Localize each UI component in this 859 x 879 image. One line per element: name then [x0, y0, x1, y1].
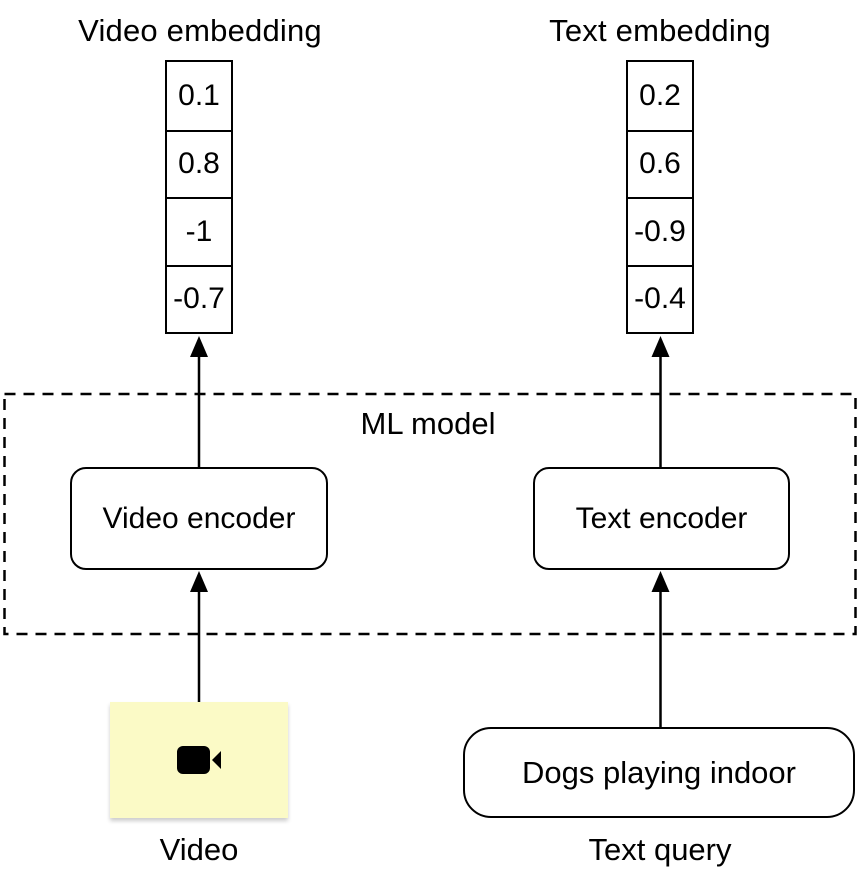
video-input-label: Video	[159, 832, 239, 867]
vector-cell: -0.9	[628, 197, 692, 265]
text-embedding-title: Text embedding	[549, 13, 771, 48]
text-query-label: Text query	[588, 832, 732, 867]
text-encoder-label: Text encoder	[575, 501, 748, 535]
text-query-box: Dogs playing indoor	[463, 727, 855, 818]
text-encoder-box: Text encoder	[533, 467, 790, 570]
vector-cell: -1	[167, 197, 231, 265]
arrow-video-to-encoder	[190, 571, 208, 702]
arrow-query-to-encoder	[651, 571, 670, 727]
video-embedding-vector: 0.1 0.8 -1 -0.7	[165, 60, 233, 334]
text-query-text: Dogs playing indoor	[521, 754, 796, 790]
vector-cell: 0.2	[628, 62, 692, 130]
video-encoder-box: Video encoder	[70, 467, 328, 570]
video-thumbnail	[110, 702, 288, 818]
vector-cell: 0.1	[167, 62, 231, 130]
vector-cell: -0.7	[167, 264, 231, 332]
video-camera-icon	[177, 746, 221, 774]
text-embedding-vector: 0.2 0.6 -0.9 -0.4	[626, 60, 694, 334]
video-embedding-title: Video embedding	[78, 13, 322, 48]
vector-cell: 0.6	[628, 129, 692, 197]
arrow-video-encoder-to-embedding	[190, 336, 208, 467]
vector-cell: 0.8	[167, 129, 231, 197]
ml-model-label: ML model	[360, 406, 496, 441]
video-encoder-label: Video encoder	[102, 501, 296, 535]
vector-cell: -0.4	[628, 264, 692, 332]
arrow-text-encoder-to-embedding	[651, 336, 670, 467]
